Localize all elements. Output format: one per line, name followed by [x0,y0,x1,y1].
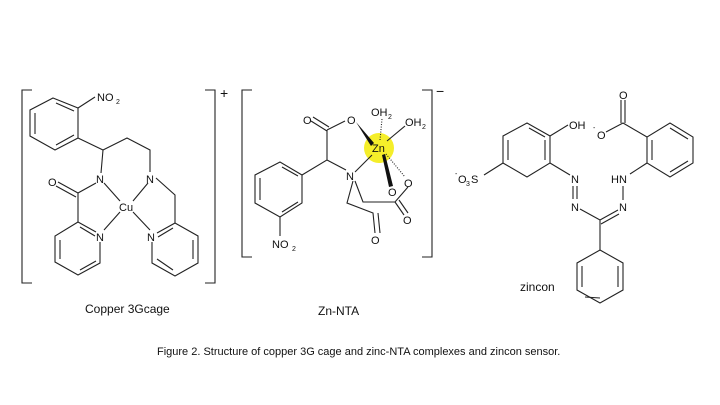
zincon-structure: OH - O 3 S N N N HN O - O zincon [455,90,694,304]
copper-3gcage-structure: + NO 2 O N N Cu N N Copper 3Gcage [21,85,228,316]
atom-no2: NO [272,239,289,251]
atom-zn: Zn [372,143,385,155]
atom-o: O [597,130,606,142]
atom-o: O [404,178,413,190]
right-bracket [422,89,433,258]
figure-caption: Figure 2. Structure of copper 3G cage an… [157,346,560,358]
atom-n: N [147,232,155,244]
atom-o: O [371,235,380,247]
atom-n: N [571,174,579,186]
atom-oh2: OH [371,107,388,119]
atom-n: N [619,202,627,214]
left-bracket [241,89,252,258]
atom-hn: HN [611,174,627,186]
atom-oh2: OH [405,117,422,129]
atom-subscript: 2 [116,99,120,106]
atom-n: N [571,202,579,214]
atom-oh: OH [569,120,586,132]
copper-3gcage-label: Copper 3Gcage [85,302,170,316]
atom-o: O [347,115,356,127]
atom-subscript: 2 [422,124,426,131]
atom-s: S [471,174,478,186]
charge-minus: - [593,125,596,132]
atom-cu: Cu [119,202,133,214]
zincon-label: zincon [520,280,555,294]
atom-o: O [403,215,412,227]
atom-subscript: 3 [466,181,470,188]
atom-subscript: 2 [292,246,296,253]
atom-subscript: 2 [388,114,392,121]
atom-o: O [388,187,397,199]
atom-o: O [458,174,467,186]
atom-no2: NO [97,92,114,104]
left-bracket [21,89,32,284]
atom-n: N [96,174,104,186]
atom-n: N [146,174,154,186]
atom-o: O [48,177,57,189]
atom-o: O [619,90,628,102]
charge-plus: + [220,85,228,101]
atom-n: N [96,232,104,244]
atom-o: O [303,115,312,127]
right-bracket [205,89,216,284]
atom-n: N [346,171,354,183]
charge-minus: − [436,83,444,99]
zn-nta-label: Zn-NTA [318,304,359,318]
charge-minus: - [455,171,458,178]
zn-nta-structure: − O O NO 2 OH 2 OH 2 Zn N O O O O Zn-NTA [241,83,444,318]
